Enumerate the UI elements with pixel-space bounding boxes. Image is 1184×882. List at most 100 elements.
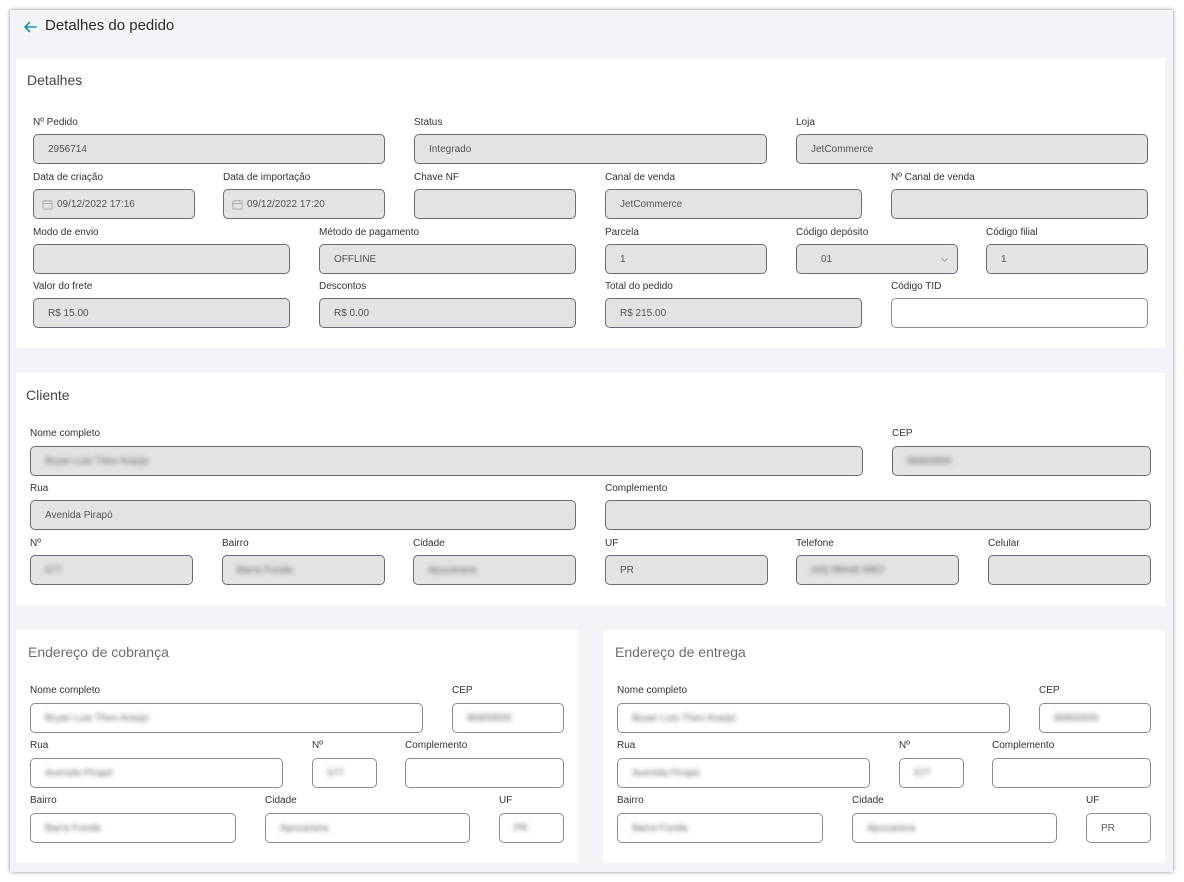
pedido-number-field[interactable]: 2956714 (33, 134, 385, 164)
entrega-uf-label: UF (1086, 795, 1100, 806)
cliente-cep-label: CEP (892, 428, 913, 439)
parcela-field[interactable]: 1 (605, 244, 767, 274)
valor-frete-label: Valor do frete (33, 281, 93, 292)
arrow-left-icon[interactable] (22, 19, 38, 35)
valor-frete-value: R$ 15.00 (48, 307, 89, 319)
chevron-down-icon (941, 257, 948, 262)
chave-nf-field[interactable] (414, 189, 576, 219)
cobranca-uf-value: PR (514, 822, 528, 834)
cliente-complemento-field[interactable] (605, 500, 1151, 530)
canal-venda-label: Canal de venda (605, 172, 676, 183)
cobranca-cidade-label: Cidade (265, 795, 297, 806)
data-criacao-field[interactable]: 09/12/2022 17:16 (33, 189, 195, 219)
cliente-card: Cliente Nome completo Bryan Luis Theo Ar… (16, 373, 1165, 606)
cobranca-nome-value: Bryan Luis Theo Araújo (45, 712, 149, 724)
chave-nf-label: Chave NF (414, 172, 460, 183)
pedido-number-label: Nº Pedido (33, 117, 78, 128)
cliente-cidade-field[interactable]: Apucarana (413, 555, 576, 585)
cobranca-cidade-input[interactable]: Apucarana (265, 813, 470, 843)
endereco-entrega-title: Endereço de entrega (615, 644, 746, 660)
cliente-rua-field[interactable]: Avenida Pirapó (30, 500, 576, 530)
entrega-bairro-value: Barra Funda (632, 822, 688, 834)
entrega-cep-value: 86800500 (1054, 712, 1099, 724)
cliente-telefone-field[interactable]: (43) 98446-5867 (796, 555, 959, 585)
parcela-value: 1 (620, 253, 626, 265)
calendar-icon (42, 199, 53, 210)
cliente-cep-field[interactable]: 86800500 (892, 446, 1151, 476)
cliente-numero-field[interactable]: 577 (30, 555, 193, 585)
entrega-nome-input[interactable]: Bryan Luis Theo Araújo (617, 703, 1010, 733)
entrega-nome-value: Bryan Luis Theo Araújo (632, 712, 736, 724)
entrega-bairro-label: Bairro (617, 795, 644, 806)
entrega-bairro-input[interactable]: Barra Funda (617, 813, 823, 843)
entrega-cep-input[interactable]: 86800500 (1039, 703, 1151, 733)
data-criacao-value: 09/12/2022 17:16 (57, 198, 135, 210)
numero-canal-venda-label: Nº Canal de venda (891, 172, 975, 183)
codigo-filial-field[interactable]: 1 (986, 244, 1148, 274)
modo-envio-field[interactable] (33, 244, 290, 274)
canal-venda-value: JetCommerce (620, 198, 683, 210)
entrega-numero-input[interactable]: 577 (899, 758, 964, 788)
entrega-cidade-value: Apucarana (867, 822, 916, 834)
loja-label: Loja (796, 117, 815, 128)
cliente-cidade-value: Apucarana (428, 564, 477, 576)
data-importacao-label: Data de importação (223, 172, 311, 183)
cobranca-cep-value: 86800500 (467, 712, 512, 724)
cliente-nome-field[interactable]: Bryan Luis Theo Araújo (30, 446, 863, 476)
data-criacao-label: Data de criação (33, 172, 104, 183)
detalhes-title: Detalhes (27, 72, 83, 88)
detalhes-card: Detalhes Nº Pedido 2956714 Status Integr… (16, 58, 1165, 348)
order-details-window: Detalhes do pedido Detalhes Nº Pedido 29… (10, 10, 1173, 872)
cliente-celular-field[interactable] (988, 555, 1151, 585)
cobranca-nome-input[interactable]: Bryan Luis Theo Araújo (30, 703, 423, 733)
status-field[interactable]: Integrado (414, 134, 767, 164)
page-header: Detalhes do pedido (10, 10, 1173, 50)
endereco-cobranca-title: Endereço de cobrança (28, 644, 169, 660)
cliente-numero-value: 577 (45, 564, 62, 576)
descontos-label: Descontos (319, 281, 367, 292)
cobranca-complemento-input[interactable] (405, 758, 564, 788)
cobranca-bairro-input[interactable]: Barra Funda (30, 813, 236, 843)
data-importacao-field[interactable]: 09/12/2022 17:20 (223, 189, 385, 219)
pedido-number-value: 2956714 (48, 143, 87, 155)
loja-value: JetCommerce (811, 143, 874, 155)
modo-envio-label: Modo de envio (33, 227, 99, 238)
endereco-cobranca-card: Endereço de cobrança Nome completo Bryan… (16, 630, 578, 863)
cliente-nome-label: Nome completo (30, 428, 101, 439)
codigo-filial-label: Código filial (986, 227, 1038, 238)
entrega-uf-input[interactable]: PR (1086, 813, 1151, 843)
entrega-rua-input[interactable]: Avenida Pirapó (617, 758, 870, 788)
canal-venda-field[interactable]: JetCommerce (605, 189, 862, 219)
cobranca-bairro-value: Barra Funda (45, 822, 101, 834)
cobranca-numero-input[interactable]: 577 (312, 758, 377, 788)
numero-canal-venda-field[interactable] (891, 189, 1148, 219)
cobranca-rua-value: Avenida Pirapó (45, 767, 113, 779)
cobranca-uf-input[interactable]: PR (499, 813, 564, 843)
total-pedido-field[interactable]: R$ 215.00 (605, 298, 862, 328)
metodo-pagamento-field[interactable]: OFFLINE (319, 244, 576, 274)
cobranca-rua-input[interactable]: Avenida Pirapó (30, 758, 283, 788)
descontos-field[interactable]: R$ 0.00 (319, 298, 576, 328)
page-title: Detalhes do pedido (45, 17, 175, 34)
metodo-pagamento-label: Método de pagamento (319, 227, 420, 238)
entrega-cidade-input[interactable]: Apucarana (852, 813, 1057, 843)
cliente-uf-field[interactable]: PR (605, 555, 768, 585)
codigo-filial-value: 1 (1001, 253, 1007, 265)
cliente-nome-value: Bryan Luis Theo Araújo (45, 455, 149, 467)
loja-field[interactable]: JetCommerce (796, 134, 1148, 164)
cliente-cidade-label: Cidade (413, 538, 445, 549)
status-label: Status (414, 117, 443, 128)
entrega-uf-value: PR (1101, 822, 1115, 834)
cobranca-cep-input[interactable]: 86800500 (452, 703, 564, 733)
cliente-cep-value: 86800500 (907, 455, 952, 467)
cliente-bairro-value: Barra Funda (237, 564, 293, 576)
codigo-deposito-value: 01 (821, 253, 833, 265)
cliente-bairro-field[interactable]: Barra Funda (222, 555, 385, 585)
codigo-tid-input[interactable] (891, 298, 1148, 328)
entrega-rua-label: Rua (617, 740, 636, 751)
valor-frete-field[interactable]: R$ 15.00 (33, 298, 290, 328)
entrega-complemento-input[interactable] (992, 758, 1151, 788)
cliente-numero-label: Nº (30, 538, 41, 549)
status-value: Integrado (429, 143, 472, 155)
codigo-deposito-select[interactable]: 01 (796, 244, 958, 274)
